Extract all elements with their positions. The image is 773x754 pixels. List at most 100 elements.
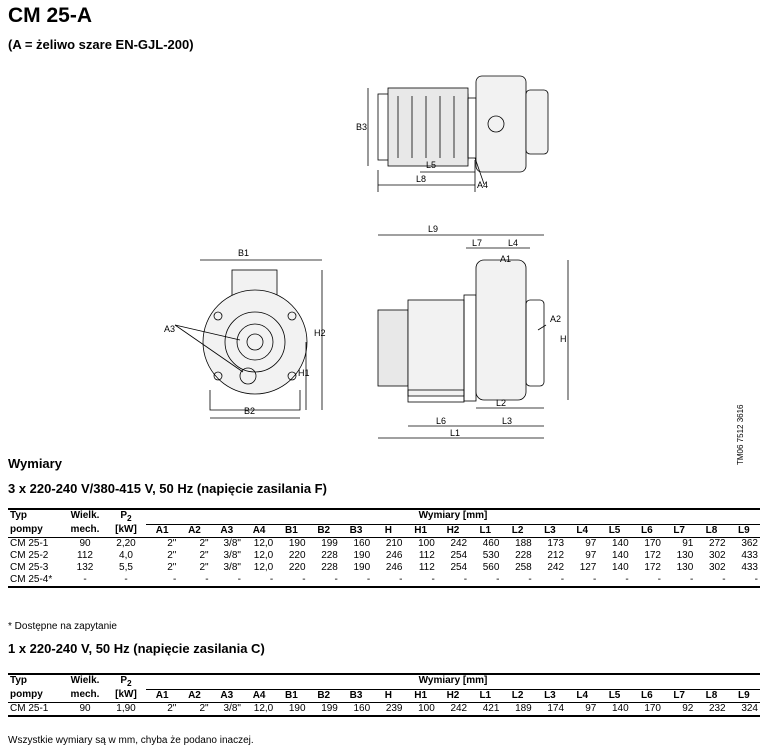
table-cell: 199: [321, 537, 338, 549]
table-cell: 12,0: [253, 549, 274, 561]
col-l5: L5: [608, 524, 621, 536]
table-cell: 3/8": [223, 702, 241, 714]
col-p2: P2: [120, 510, 132, 523]
col-wielk: Wielk.: [70, 510, 100, 521]
pump-drawings: B3 L5 L8 A4 B1 A3 H2 H1 B2 L9 L7 L4 A1 A…: [164, 75, 569, 439]
table-cell: 2": [199, 549, 209, 561]
label-l4: L4: [508, 238, 518, 248]
col-wielk-2: mech.: [70, 524, 100, 535]
label-a4: A4: [477, 180, 488, 190]
table-cell: 97: [585, 549, 597, 561]
table-cell: 140: [612, 561, 629, 573]
table-cell: -: [172, 573, 177, 585]
table-cell: 132: [76, 561, 94, 573]
table-cell: 130: [676, 561, 694, 573]
table-cell: CM 25-1: [10, 537, 49, 549]
table-cell: -: [463, 573, 468, 585]
col-l1: L1: [479, 689, 492, 701]
table-cell: 1,90: [116, 702, 136, 714]
table-cell: 258: [515, 561, 532, 573]
table-cell: 199: [321, 702, 338, 714]
table-cell: 91: [682, 537, 694, 549]
col-b2: B2: [317, 689, 331, 701]
table-cell: -: [269, 573, 274, 585]
table-cell: 174: [547, 702, 565, 714]
col-l8: L8: [705, 524, 718, 536]
table-cell: 140: [612, 537, 629, 549]
table-cell: 2": [167, 537, 177, 549]
table-cell: 220: [288, 561, 306, 573]
table-cell: 302: [708, 561, 726, 573]
label-a3: A3: [164, 324, 175, 334]
col-group-wymiary: Wymiary [mm]: [146, 674, 760, 690]
label-l3: L3: [502, 416, 512, 426]
table-cell: 242: [547, 561, 565, 573]
table-cell: 160: [353, 702, 371, 714]
page-subtitle: (A = żeliwo szare EN-GJL-200): [8, 37, 194, 52]
table-cell: 2": [199, 537, 209, 549]
col-p2-unit: [kW]: [115, 689, 137, 700]
table-cell: 140: [612, 549, 629, 561]
col-l4: L4: [576, 689, 589, 701]
table-cell: 130: [676, 549, 694, 561]
col-l6: L6: [641, 524, 653, 536]
table1-heading: 3 x 220-240 V/380-415 V, 50 Hz (napięcie…: [8, 481, 327, 496]
table-cell: 100: [418, 702, 435, 714]
col-h2: H2: [446, 689, 460, 701]
table-cell: 272: [708, 537, 726, 549]
table-cell: -: [205, 573, 209, 585]
col-wielk: Wielk.: [70, 675, 100, 686]
table-cell: 220: [288, 549, 306, 561]
table-cell: 246: [385, 561, 403, 573]
table-cell: -: [83, 573, 87, 585]
col-a3: A3: [220, 524, 234, 536]
table2-heading: 1 x 220-240 V, 50 Hz (napięcie zasilania…: [8, 641, 265, 656]
col-h1: H1: [414, 524, 428, 536]
table-cell: 3/8": [223, 561, 241, 573]
table-cell: 3/8": [223, 549, 241, 561]
col-h1: H1: [414, 689, 428, 701]
label-b3: B3: [356, 122, 367, 132]
table-cell: 2": [199, 702, 209, 714]
table-cell: 232: [708, 702, 726, 714]
table-cell: 100: [418, 537, 435, 549]
table-cell: CM 25-1: [10, 702, 49, 714]
table-cell: 12,0: [253, 702, 274, 714]
table-cell: 212: [547, 549, 565, 561]
table-cell: -: [431, 573, 435, 585]
table-cell: 140: [612, 702, 629, 714]
table-cell: 254: [450, 549, 468, 561]
table-cell: -: [560, 573, 565, 585]
table-cell: 2": [167, 702, 177, 714]
table-cell: 190: [288, 537, 306, 549]
label-b2: B2: [244, 406, 255, 416]
table-cell: CM 25-2: [10, 549, 49, 561]
table-cell: 246: [385, 549, 403, 561]
label-l7: L7: [472, 238, 482, 248]
top-view-drawing: [367, 75, 549, 192]
front-view-drawing: [174, 259, 323, 419]
table-row: CM 25-4*---------------------: [8, 574, 760, 587]
table-cell: 362: [741, 537, 758, 549]
table-cell: 2,20: [116, 537, 136, 549]
col-b1: B1: [285, 689, 298, 701]
table-cell: 2": [199, 561, 209, 573]
table-cell: 170: [644, 702, 661, 714]
col-l3: L3: [544, 524, 556, 536]
table-cell: 190: [288, 702, 306, 714]
label-l2: L2: [496, 398, 506, 408]
col-l8: L8: [705, 689, 718, 701]
col-h2: H2: [446, 524, 460, 536]
col-l7: L7: [673, 689, 685, 701]
table-cell: 97: [585, 702, 597, 714]
label-l6: L6: [436, 416, 446, 426]
label-h: H: [560, 334, 567, 344]
col-l1: L1: [479, 524, 492, 536]
dimensions-table-3phase: Typ Wielk. P2 Wymiary [mm] pompy mech. […: [8, 508, 760, 588]
section-heading: Wymiary: [8, 456, 62, 471]
page-title: CM 25-A: [8, 4, 93, 27]
table-cell: 242: [450, 537, 468, 549]
